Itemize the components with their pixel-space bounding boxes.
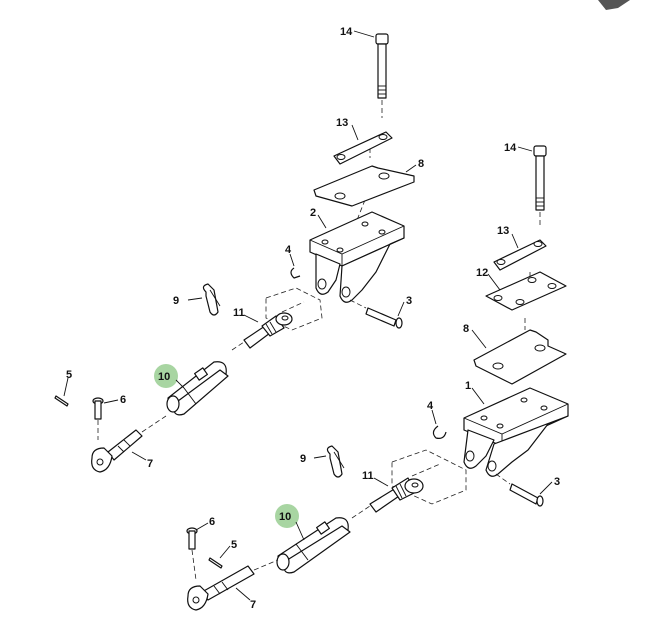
pin-3-upper [365,307,403,329]
bracket-2 [309,211,405,303]
leader-right-1 [471,387,485,405]
pin-3-lower-dash [495,473,511,485]
callout-right-1: 1 [465,380,471,392]
callout-top-7: 7 [147,458,153,470]
callout-bot-7: 7 [250,599,256,611]
callout-top-11: 11 [233,307,245,319]
pin-5-lower [208,557,223,569]
leader-bot-7 [235,587,251,601]
leader-bot-5 [219,545,231,559]
pin-6-lower-dash [191,549,197,581]
lower-alignment-box [391,449,467,505]
leader-top-8 [405,164,417,173]
rod-end-7-lower [187,565,255,611]
leader-right-14 [517,146,533,152]
callout-top-14: 14 [340,26,353,38]
clip-4-lower [432,425,447,439]
callout-right-14: 14 [504,142,517,154]
leader-top-2 [317,214,327,229]
rod-end-7-lower-dash [253,559,279,571]
plate-12-right [485,271,567,311]
leader-bot-6 [195,522,209,531]
leader-right-12 [487,273,501,291]
leader-top-10 [175,379,185,389]
callout-bot-6: 6 [209,516,215,528]
tube-10-lower [276,517,351,574]
corner-fragment [598,0,630,10]
spring-pin-9-lower [326,445,345,478]
leader-top-5 [63,377,69,397]
rod-end-7-upper-dash [141,415,167,433]
leader-bot-10 [295,521,305,541]
callout-top-5: 5 [66,369,72,381]
leader-bot-9 [313,455,327,459]
callout-bot-4: 4 [427,400,434,412]
callout-top-2: 2 [310,207,316,219]
highlight-bot-10 [275,504,299,528]
pin-3-upper-dash [349,299,367,309]
callout-top-13: 13 [336,117,348,129]
callout-right-13: 13 [497,225,509,237]
leader-top-11 [243,314,259,323]
leader-bot-11 [373,477,389,487]
highlight-top-10 [154,364,178,388]
rod-11-upper [243,312,293,349]
upper-centerline [354,100,383,226]
leader-right-8 [471,329,487,349]
bracket-1 [463,387,569,477]
callout-top-9: 9 [173,295,179,307]
leader-top-13 [351,124,359,141]
leader-top-14 [353,30,375,38]
leader-right-13 [511,233,519,249]
rod-11-lower [369,477,424,513]
callout-right-12: 12 [476,267,488,279]
callout-top-3: 3 [406,295,412,307]
pin-6-lower [186,527,198,550]
leader-top-4 [289,253,295,267]
callout-top-10: 10 [158,371,170,383]
callout-bot-5: 5 [231,539,237,551]
leader-bot-4 [431,409,437,425]
plate-13-upper [333,131,393,165]
leader-top-7 [131,451,147,461]
callout-bot-11: 11 [362,470,374,482]
bolt-14-upper [375,33,389,99]
callout-top-4: 4 [285,244,292,256]
callout-bot-9: 9 [300,453,306,465]
plate-8-upper [313,165,415,207]
callout-top-8: 8 [418,158,424,170]
pin-5-upper [54,395,69,407]
plate-8-right [473,329,567,385]
spring-pin-9-upper [202,283,221,316]
bolt-14-right [533,145,547,211]
callout-bot-10: 10 [279,511,291,523]
leader-top-3 [397,301,405,317]
callout-right-8: 8 [463,323,469,335]
pin-3-lower [509,483,544,507]
plate-13-right [493,239,547,271]
right-centerline [524,212,541,330]
tube-10-upper [166,361,229,416]
pin-6-upper [92,397,104,420]
rod-11-lower-dash [351,505,371,519]
clip-4-upper [290,267,301,279]
leader-top-6 [103,399,119,404]
callout-bot-3: 3 [554,476,560,488]
callout-top-6: 6 [120,394,126,406]
leader-bot-3 [539,481,553,495]
leader-top-9 [187,297,203,301]
upper-alignment-box [265,287,323,331]
rod-11-upper-dash [231,341,245,351]
rod-end-7-upper [91,429,143,473]
